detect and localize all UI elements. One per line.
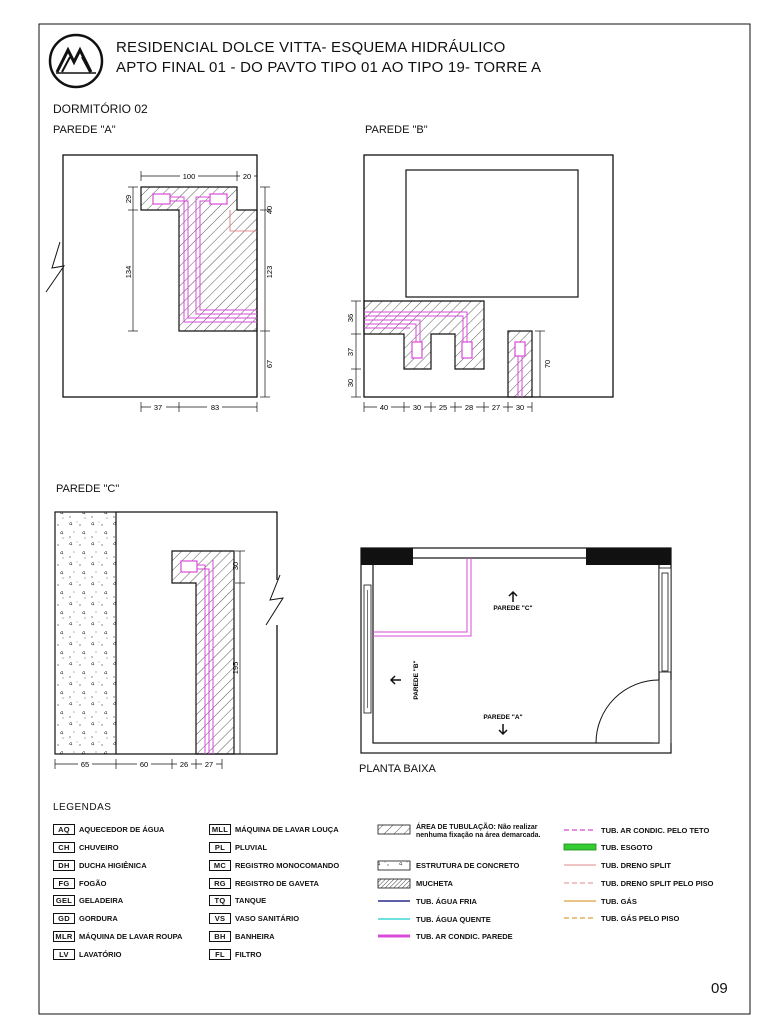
dim-c-60: 60 [140, 760, 148, 769]
dim-b-25: 25 [439, 403, 447, 412]
legend-symbol: TUB. AR CONDIC. PELO TETO [601, 826, 710, 835]
legend-symbol: ESTRUTURA DE CONCRETO [416, 861, 520, 870]
wall-a-elevation: 100 20 29 134 40 123 67 37 83 [45, 154, 274, 412]
legend-symbol: TUB. DRENO SPLIT PELO PISO [601, 879, 714, 888]
sheet-frame [38, 23, 751, 1015]
floor-plan: PAREDE "C" PAREDE "B" PAREDE "A" [360, 547, 683, 754]
legend-symbol: TUB. AR CONDIC. PAREDE [416, 932, 513, 941]
legend-symbol: ÁREA DE TUBULAÇÃO: Não realizar nenhuma … [416, 824, 541, 839]
legend-symbol: TUB. ÁGUA FRIA [416, 897, 477, 906]
dim-c-195: 195 [231, 662, 240, 675]
dim-c-27: 27 [205, 760, 213, 769]
legend-symbol: TUB. ESGOTO [601, 843, 653, 852]
dim-b-28: 28 [465, 403, 473, 412]
wall-c-elevation: 30 195 65 60 26 27 [54, 511, 285, 769]
dim-b-27: 27 [492, 403, 500, 412]
dim-b-30: 30 [346, 379, 355, 387]
page-number: 09 [711, 980, 728, 997]
plan-label-wall-a: PAREDE "A" [483, 714, 522, 721]
dim-b-40: 40 [380, 403, 388, 412]
legend-title: LEGENDAS [53, 802, 112, 813]
wall-b-elevation: 36 37 30 70 40 30 25 28 27 30 [346, 154, 614, 412]
dim-b-70: 70 [543, 360, 552, 368]
legend-symbol: TUB. GÁS PELO PISO [601, 914, 680, 923]
dim-c-65: 65 [81, 760, 89, 769]
window-opening [405, 169, 579, 298]
plan-label-wall-c: PAREDE "C" [493, 605, 532, 612]
dim-a-20: 20 [243, 172, 251, 181]
title-line-2: APTO FINAL 01 - DO PAVTO TIPO 01 AO TIPO… [116, 59, 542, 76]
title-line-1: RESIDENCIAL DOLCE VITTA- ESQUEMA HIDRÁUL… [116, 39, 506, 56]
dim-a-134: 134 [124, 266, 133, 279]
dim-a-29: 29 [124, 195, 133, 203]
dim-b-30c: 30 [516, 403, 524, 412]
dim-a-40: 40 [265, 206, 274, 214]
room-name: DORMITÓRIO 02 [53, 102, 148, 116]
legend-symbol: TUB. ÁGUA QUENTE [416, 915, 491, 924]
legend-swatches [377, 824, 597, 938]
dim-b-37: 37 [346, 348, 355, 356]
dim-a-37: 37 [154, 403, 162, 412]
wall-b-title: PAREDE "B" [365, 124, 428, 136]
plan-label-wall-b: PAREDE "B" [413, 660, 420, 699]
legend-symbol: MUCHETA [416, 879, 453, 888]
wall-a-title: PAREDE "A" [53, 124, 116, 136]
dim-b-30b: 30 [413, 403, 421, 412]
dim-c-30: 30 [231, 562, 240, 570]
dim-a-123: 123 [265, 266, 274, 279]
legend-symbol: TUB. DRENO SPLIT [601, 861, 672, 870]
dim-c-26: 26 [180, 760, 188, 769]
dim-a-67: 67 [265, 360, 274, 368]
company-logo [48, 33, 104, 89]
wall-c-title: PAREDE "C" [56, 483, 120, 495]
plan-title: PLANTA BAIXA [359, 763, 436, 775]
dim-b-36: 36 [346, 314, 355, 322]
legend-symbol: TUB. GÁS [601, 897, 637, 906]
dim-a-83: 83 [211, 403, 219, 412]
dim-a-100: 100 [183, 172, 196, 181]
